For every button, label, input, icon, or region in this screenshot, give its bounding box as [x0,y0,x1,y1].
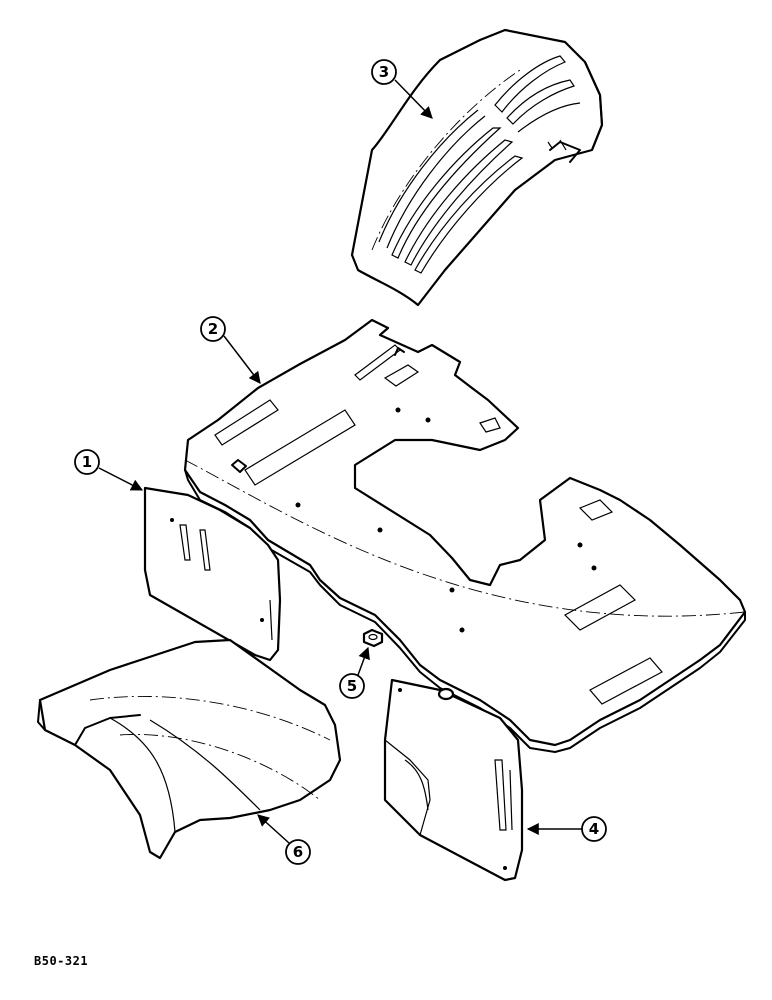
callout-5-label: 5 [347,677,357,695]
callout-2-label: 2 [208,320,218,338]
part-6-cover-shroud [37,638,342,860]
callout-6-label: 6 [293,843,303,861]
part-1-side-panel [143,486,282,662]
callout-3-label: 3 [379,63,389,81]
drawing-code: B50-321 [34,954,89,968]
callout-3: 3 [371,59,433,119]
part-3-curved-guide [350,28,604,307]
callout-2: 2 [200,316,261,384]
callout-4-label: 4 [589,820,599,838]
callout-1-label: 1 [82,453,92,471]
callout-1: 1 [74,449,144,491]
callout-4: 4 [526,816,607,842]
part-5-nut [362,628,384,648]
part-4-side-panel [383,678,524,882]
callout-5: 5 [339,646,370,699]
part-2-holes [295,407,597,633]
callout-6: 6 [257,814,311,865]
